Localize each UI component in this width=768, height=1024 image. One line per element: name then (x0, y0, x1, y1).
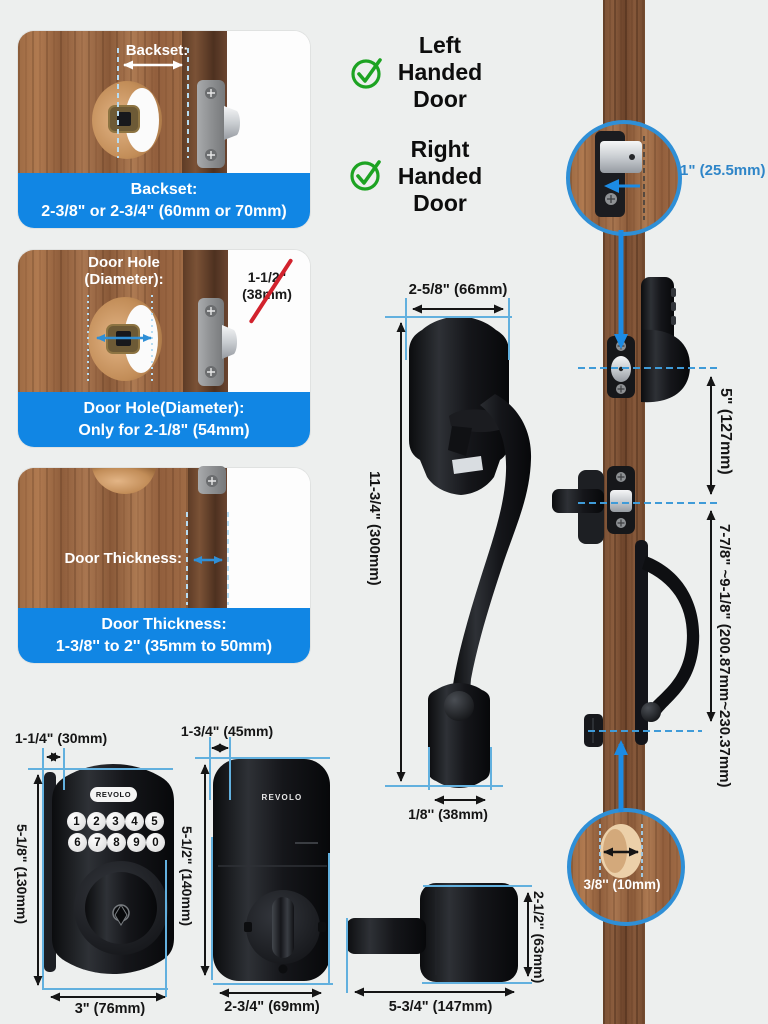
handle-bottom-width-dim: 1/8'' (38mm) (408, 806, 488, 822)
handle-width-dim: 2-5/8" (66mm) (408, 281, 508, 298)
handleset-front-graphic (409, 316, 532, 788)
panel-white-area (227, 31, 310, 173)
door-thickness-image-label: Door Thickness: (64, 550, 182, 567)
banner-line2: 2-3/8" or 2-3/4" (60mm or 70mm) (41, 202, 287, 220)
screw-hole-zoom-callout (567, 808, 685, 926)
screw-hole-dim: 3/8'' (10mm) (583, 877, 661, 892)
keypad-width-dim: 3" (76mm) (74, 1001, 146, 1017)
check-icon (350, 160, 381, 191)
backset-image-label: Backset: (125, 42, 189, 59)
keypad-key-1: 1 (67, 812, 86, 831)
handle-span-dim: 7-7/8" ~9-1/8" (200.87mm~230.37mm) (716, 524, 733, 788)
keypad-key-0: 0 (146, 833, 165, 852)
panel-white-area (228, 250, 310, 392)
keypad-height-dim: 5-1/8" (130mm) (14, 823, 30, 925)
keypad-key-7: 7 (88, 833, 107, 852)
interior-height-dim: 5-1/2" (140mm) (179, 825, 195, 927)
hole-spacing-dim: 5" (127mm) (717, 387, 734, 475)
backset-banner: Backset: 2-3/8" or 2-3/4" (60mm or 70mm) (18, 173, 310, 228)
bolt-throw-dim: 1" (25.5mm) (680, 162, 766, 179)
brand-label: REVOLO (261, 793, 303, 802)
lever-width-dim: 2-1/2'' (63mm) (531, 890, 547, 984)
lever-length-dim: 5-3/4" (147mm) (388, 999, 493, 1015)
keypad-key-9: 9 (127, 833, 146, 852)
door-edge (188, 468, 227, 608)
banner-line1: Door Hole(Diameter): (83, 399, 245, 417)
keypad-key-3: 3 (106, 812, 125, 831)
handle-height-dim: 11-3/4" (300mm) (366, 470, 383, 586)
latch-zoom-callout (566, 120, 682, 236)
left-handed-door-label: Left Handed Door (397, 32, 483, 112)
door-hole-image-label: Door Hole (Diameter): (84, 254, 164, 288)
banner-line2: Only for 2-1/8" (54mm) (78, 421, 250, 439)
door-thickness-panel: Door Thickness: 1-3/8'' to 2'' (35mm to … (18, 468, 310, 663)
keypad-key-5: 5 (145, 812, 164, 831)
door-wood-image (18, 468, 188, 608)
dashed-reference-lines (578, 367, 720, 732)
brand-badge: REVOLO (90, 787, 137, 802)
keypad-depth-dim: 1-1/4" (30mm) (14, 730, 108, 746)
keypad-key-6: 6 (68, 833, 87, 852)
backset-panel: Backset: 2-3/8" or 2-3/4" (60mm or 70mm) (18, 31, 310, 228)
check-icon (351, 58, 382, 89)
lever-graphic (346, 883, 518, 982)
banner-line1: Door Thickness: (101, 615, 227, 633)
right-handed-door-label: Right Handed Door (397, 136, 483, 216)
keypad-key-8: 8 (107, 833, 126, 852)
door-hole-banner: Door Hole(Diameter): Only for 2-1/8" (54… (18, 392, 310, 447)
banner-line1: Backset: (130, 180, 198, 198)
keypad-key-4: 4 (125, 812, 144, 831)
panel-white-area (227, 468, 310, 608)
interior-width-dim: 2-3/4" (69mm) (224, 999, 320, 1015)
banner-line2: 1-3/8'' to 2'' (35mm to 50mm) (55, 637, 273, 655)
keypad-key-2: 2 (87, 812, 106, 831)
door-thickness-banner: Door Thickness: 1-3/8'' to 2'' (35mm to … (18, 608, 310, 663)
interior-depth-dim: 1-3/4" (45mm) (180, 723, 274, 739)
